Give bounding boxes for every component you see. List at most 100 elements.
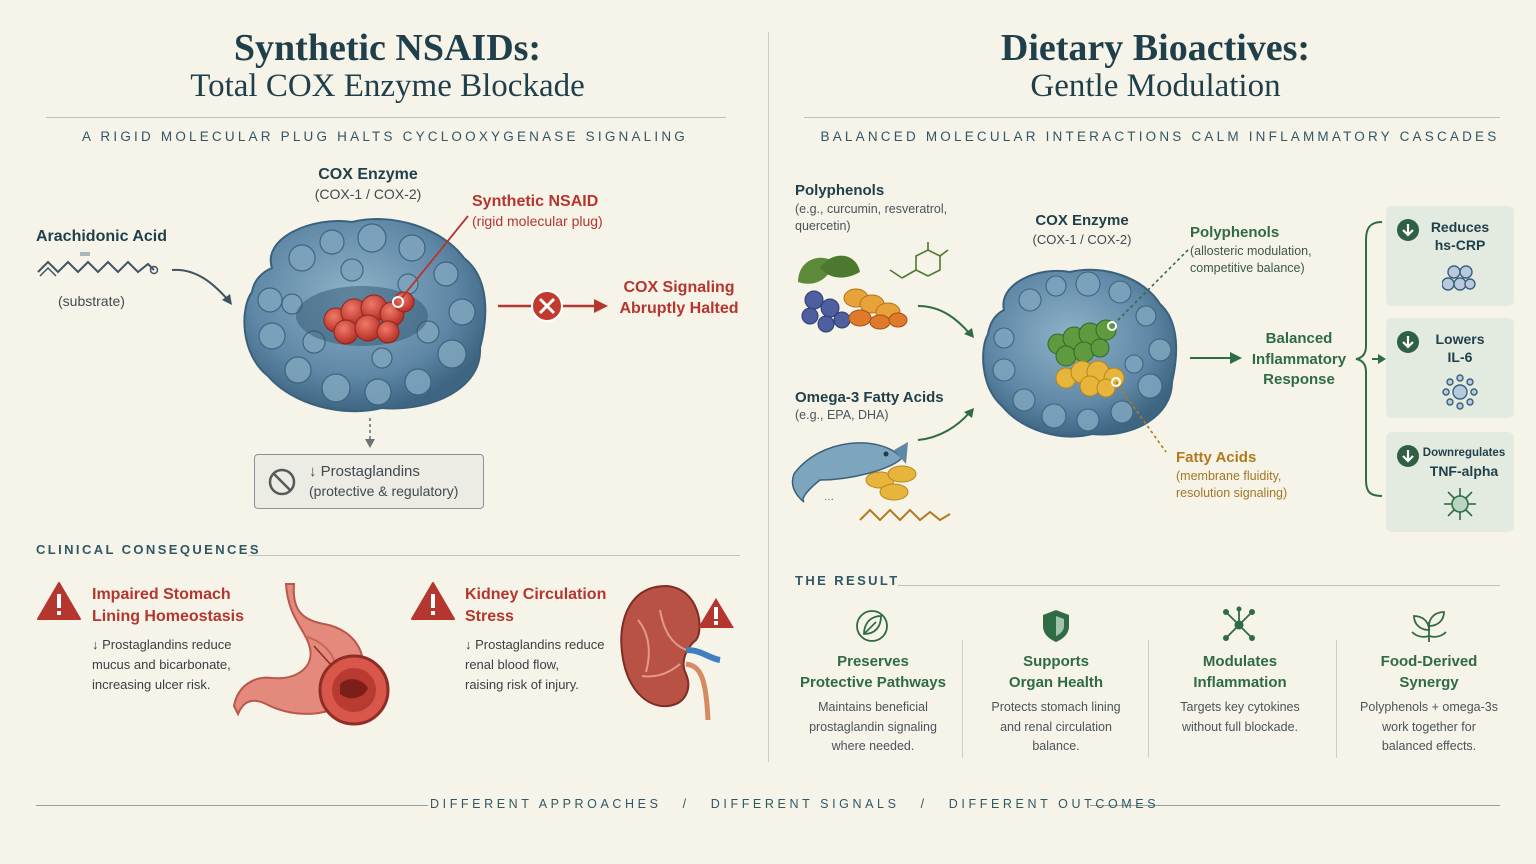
fish-omega3-icon: ···	[791, 442, 951, 522]
prohibited-icon	[268, 468, 296, 496]
left-subtitle: Total COX Enzyme Blockade	[190, 68, 585, 104]
stomach-title-line2: Lining Homeostasis	[92, 608, 245, 625]
result-2-h1: Supports	[1023, 653, 1089, 670]
cox-enzyme-modulated-icon	[982, 268, 1178, 438]
left-cox-enzyme-sub: (COX-1 / COX-2)	[314, 186, 422, 202]
response-bracket	[1355, 221, 1386, 497]
stomach-consequence-text: ↓ Prostaglandins reduce mucus and bicarb…	[92, 635, 231, 695]
svg-text:···: ···	[824, 494, 834, 505]
stomach-consequence-title: Impaired Stomach Lining Homeostasis	[92, 584, 244, 628]
il-6-card-text: Lowers IL-6	[1420, 330, 1500, 366]
balanced-response-text: Balanced Inflammatory Response	[1246, 329, 1352, 391]
result-preserves-text: Maintains beneficial prostaglandin signa…	[790, 698, 956, 757]
footer-part-2: Different signals	[710, 797, 900, 811]
marker-card-hs-crp: Reduces hs-CRP	[1386, 206, 1514, 306]
fatty-acids-label: Fatty Acids	[1176, 449, 1257, 466]
polyphenols-modulation-sub: (allosteric modulation, competitive bala…	[1190, 243, 1312, 277]
crp-molecule-icon	[1442, 265, 1476, 291]
kidney-title-line2: Stress	[465, 608, 514, 625]
right-title: Dietary Bioactives:	[1000, 27, 1311, 69]
result-1-h2: Protective Pathways	[800, 674, 946, 691]
fatty-sub-line1: (membrane fluidity,	[1176, 469, 1282, 483]
il6-molecule-icon	[1442, 374, 1478, 410]
result-col-divider-3	[1336, 640, 1337, 758]
right-cox-enzyme-sub: (COX-1 / COX-2)	[1032, 232, 1132, 247]
polyphenols-sub-line1: (e.g., curcumin, resveratrol,	[795, 202, 948, 216]
result-4-h1: Food-Derived	[1380, 653, 1478, 670]
down-arrow-badge-icon	[1397, 331, 1419, 353]
kidney-icon	[620, 584, 734, 721]
stomach-title-line1: Impaired Stomach	[92, 586, 231, 603]
polyphenols-sub-line2: quercetin)	[795, 219, 851, 233]
stomach-text-line1: ↓ Prostaglandins reduce	[92, 637, 232, 652]
result-preserves-title: Preserves Protective Pathways	[790, 651, 956, 693]
balanced-line2: Inflammatory	[1251, 350, 1347, 368]
balanced-line1: Balanced	[1265, 330, 1333, 347]
hs-crp-line2: hs-CRP	[1434, 237, 1486, 253]
result-supports-title: Supports Organ Health	[972, 651, 1140, 693]
poly-mod-line1: (allosteric modulation,	[1190, 244, 1312, 258]
balanced-line3: Response	[1263, 371, 1335, 388]
polyphenol-foods-icon	[798, 242, 949, 333]
footer-part-1: Different approaches	[430, 797, 662, 811]
down-dashed-arrow-icon	[365, 418, 375, 448]
prostaglandins-box: ↓ Prostaglandins (protective & regulator…	[254, 454, 484, 509]
omega3-source-label: Omega-3 Fatty Acids	[795, 389, 944, 406]
footer-line-right	[1090, 805, 1500, 806]
result-1-h1: Preserves	[837, 653, 909, 670]
result-4-h2: Synergy	[1399, 674, 1459, 691]
left-title-divider	[46, 117, 726, 118]
marker-card-tnf-alpha: Downregulates TNF-alpha	[1386, 432, 1514, 532]
result-modulates-title: Modulates Inflammation	[1156, 651, 1324, 693]
center-divider	[768, 32, 769, 762]
stomach-icon	[232, 583, 390, 726]
result-1-t3: where needed.	[831, 739, 915, 753]
consequences-divider	[248, 555, 740, 556]
right-subtitle: Gentle Modulation	[1030, 68, 1281, 104]
kidney-text-line2: renal blood flow,	[465, 657, 559, 672]
synthetic-nsaid-sub: (rigid molecular plug)	[472, 213, 603, 229]
left-cox-enzyme-label: COX Enzyme	[318, 166, 418, 183]
cox-enzyme-blocked-icon	[243, 218, 487, 413]
right-tagline: Balanced molecular interactions calm inf…	[820, 129, 1500, 144]
tnf-alpha-card-text: Downregulates TNF-alpha	[1416, 444, 1512, 480]
result-1-t1: Maintains beneficial	[818, 700, 928, 714]
result-2-t1: Protects stomach lining	[991, 700, 1121, 714]
result-2-h2: Organ Health	[1008, 674, 1104, 691]
fatty-sub-line2: resolution signaling)	[1176, 486, 1288, 500]
fatty-acids-sub: (membrane fluidity, resolution signaling…	[1176, 468, 1287, 502]
hs-crp-line1: Reduces	[1430, 219, 1490, 235]
arachidonic-acid-label: Arachidonic Acid	[36, 228, 167, 245]
result-3-t2: without full blockade.	[1181, 719, 1299, 734]
tnf-molecule-icon	[1444, 488, 1476, 520]
shield-icon	[1043, 610, 1069, 642]
il-6-line1: Lowers	[1435, 331, 1485, 347]
footer-line-left	[36, 805, 428, 806]
clinical-consequences-title: Clinical Consequences	[36, 542, 261, 557]
down-arrow-badge-icon	[1397, 445, 1419, 467]
kidney-consequence-title: Kidney Circulation Stress	[465, 584, 606, 628]
kidney-text-line3: raising risk of injury.	[465, 677, 579, 692]
kidney-consequence-text: ↓ Prostaglandins reduce renal blood flow…	[465, 635, 604, 695]
polyphenol-arrow-icon	[917, 305, 974, 338]
leaf-icon	[856, 610, 888, 642]
footer-tagline: Different approaches / Different signals…	[430, 797, 1156, 811]
hs-crp-card-text: Reduces hs-CRP	[1420, 218, 1500, 254]
stomach-warning-icon	[37, 582, 81, 620]
left-tagline: A rigid molecular plug halts cyclooxygen…	[82, 129, 688, 144]
result-title: The Result	[795, 573, 900, 588]
result-3-t1: Targets key cytokines	[1180, 700, 1300, 714]
footer-sep-1: /	[682, 797, 690, 811]
result-2-t2: and renal circulation	[1000, 719, 1112, 734]
arachidonic-acid-molecule-icon	[37, 252, 159, 277]
balanced-arrow-icon	[1190, 352, 1242, 364]
nsaid-pointer-line	[392, 215, 469, 308]
omega3-arrow-icon	[917, 408, 974, 441]
polyphenols-source-sub: (e.g., curcumin, resveratrol, quercetin)	[795, 201, 947, 235]
result-synergy-text: Polyphenols + omega-3s work together for…	[1344, 698, 1514, 757]
left-title: Synthetic NSAIDs:	[233, 27, 542, 69]
down-arrow-badge-icon	[1397, 219, 1419, 241]
polyphenols-modulation-label: Polyphenols	[1190, 224, 1280, 241]
halt-text-line2: Abruptly Halted	[619, 300, 739, 317]
result-synergy-title: Food-Derived Synergy	[1344, 651, 1514, 693]
